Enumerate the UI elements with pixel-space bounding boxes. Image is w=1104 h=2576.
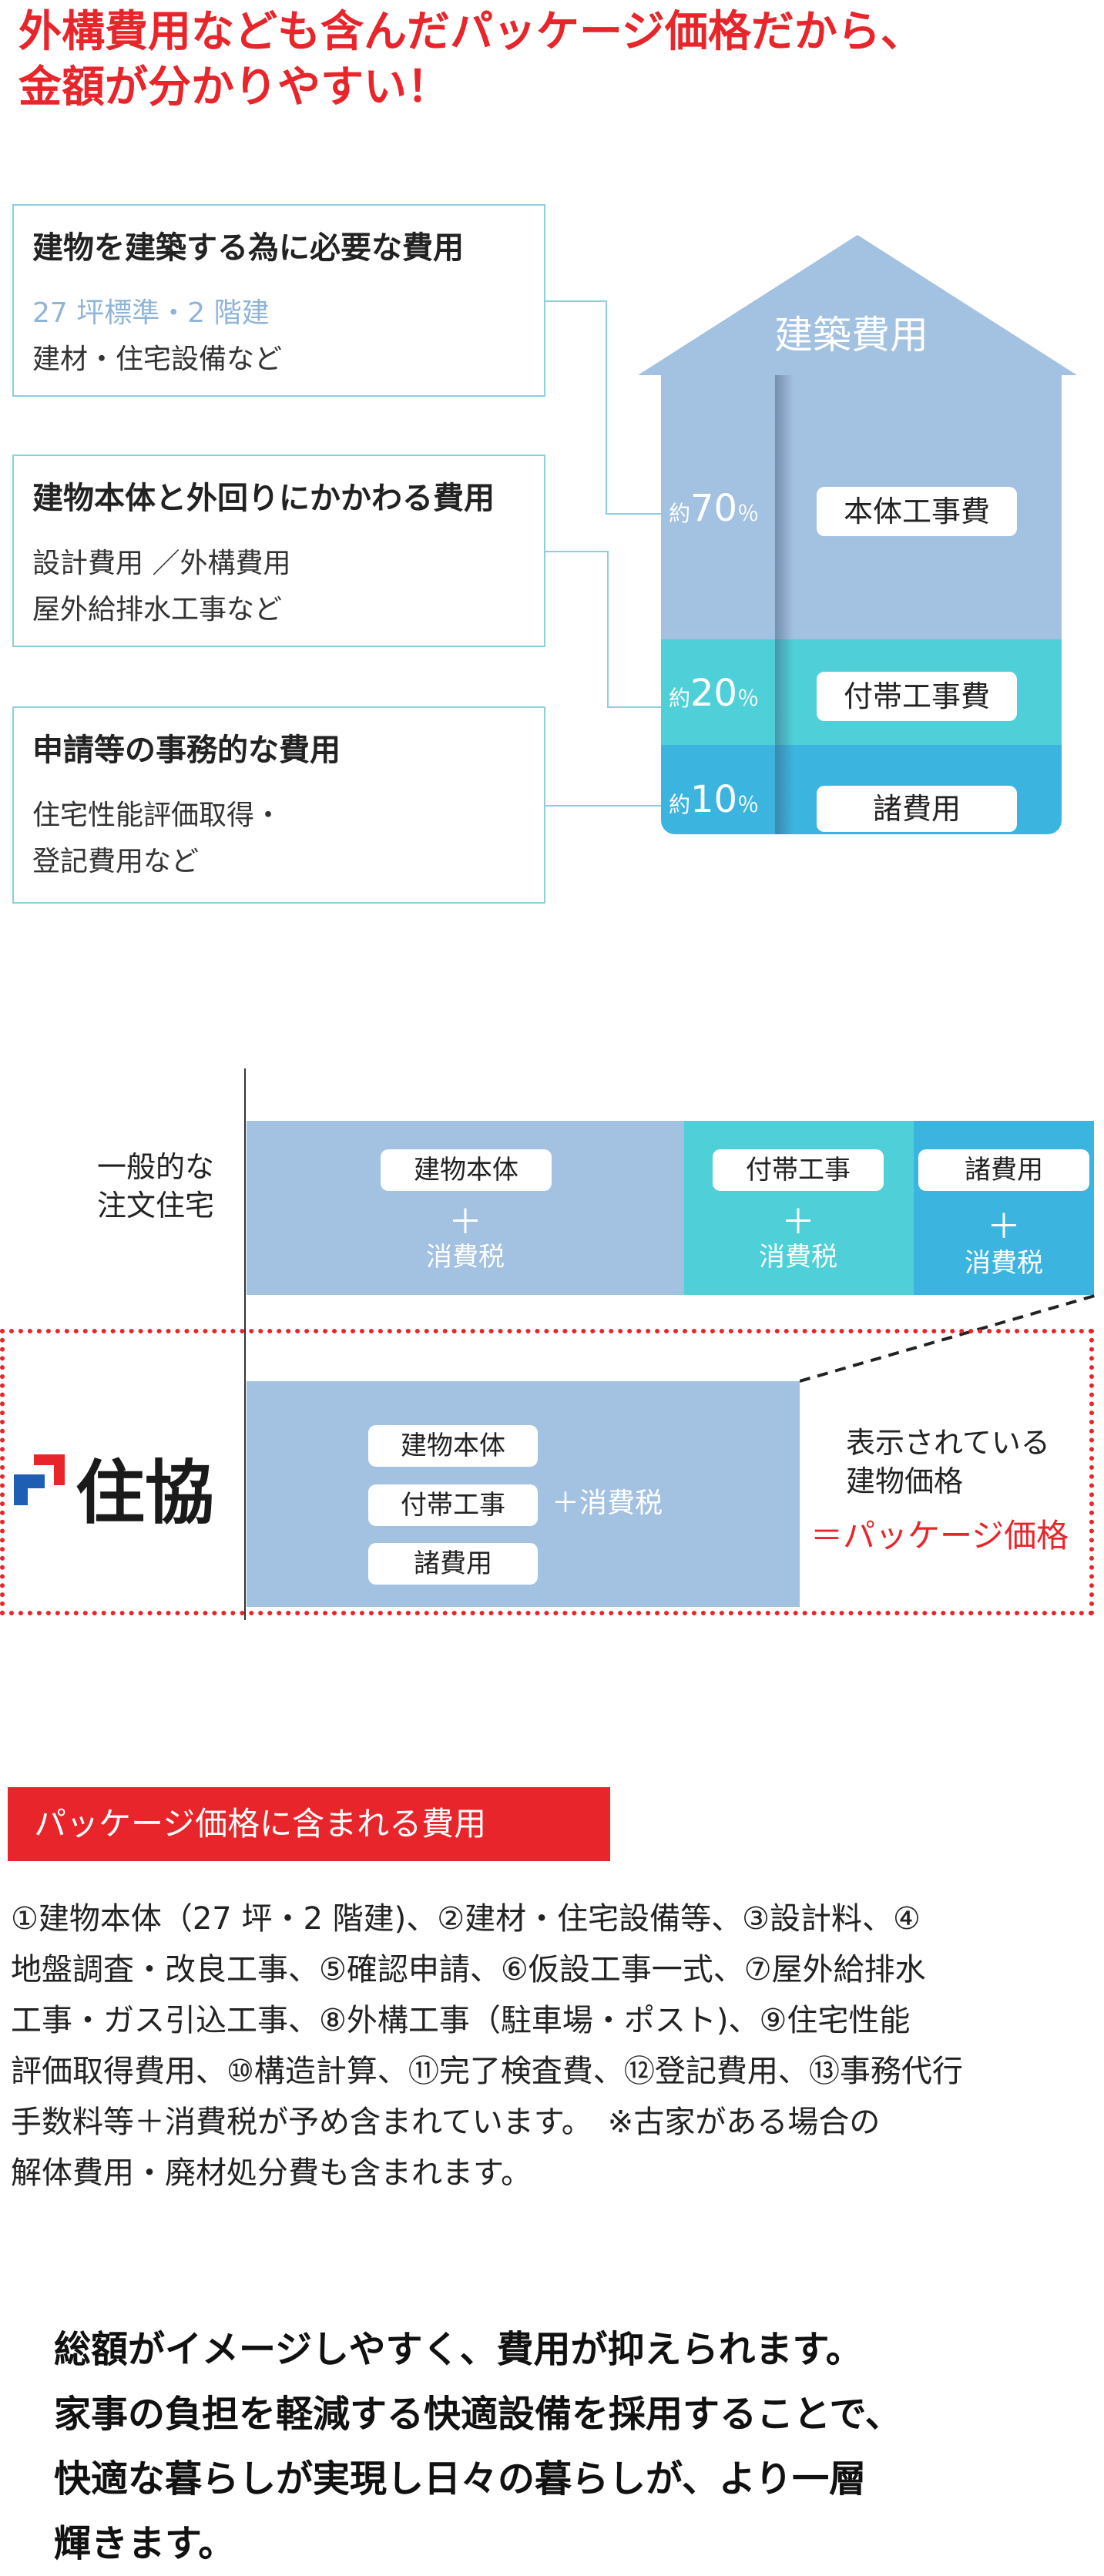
headline: 外構費用なども含んだパッケージ価格だから、 金額が分かりやすい！: [18, 5, 1097, 116]
general-pill-building: 建物本体: [381, 1149, 552, 1191]
house-shadow: [775, 375, 794, 834]
plus-sign: ＋: [781, 1202, 815, 1242]
info-box-admin: 申請等の事務的な費用 住宅性能評価取得・ 登記費用など: [12, 706, 545, 904]
info-box-title: 建物を建築する為に必要な費用: [32, 230, 464, 266]
info-box-line: 住宅性能評価取得・: [32, 800, 283, 831]
info-box-building: 建物を建築する為に必要な費用 27 坪標準・2 階建 建材・住宅設備など: [12, 204, 545, 397]
paragraph-line: 手数料等＋消費税が予め含まれています。 ※古家がある場合の: [11, 2105, 881, 2140]
info-box-line: 屋外給排水工事など: [32, 594, 283, 626]
package-tax-label: ＋消費税: [552, 1488, 663, 1519]
tax-label: 消費税: [965, 1248, 1043, 1279]
included-costs-paragraph: ①建物本体（27 坪・2 階建)、②建材・住宅設備等、③設計料、④ 地盤調査・改…: [11, 1893, 1089, 2199]
info-box-line: 27 坪標準・2 階建: [32, 297, 270, 329]
info-box-title: 申請等の事務的な費用: [32, 733, 341, 768]
tax-label: 消費税: [426, 1242, 505, 1273]
dashed-connector: [800, 1294, 1096, 1383]
label-ancillary-construction: 付帯工事費: [817, 672, 1017, 721]
package-pill-ancillary: 付帯工事: [368, 1484, 538, 1526]
house-roof-label: 建築費用: [774, 313, 928, 357]
closing-line: 家事の負担を軽減する快適設備を採用することで、: [54, 2393, 902, 2436]
closing-line: 輝きます。: [54, 2522, 236, 2565]
house-roof: [638, 235, 1077, 375]
closing-line: 総額がイメージしやすく、費用が抑えられます。: [54, 2328, 863, 2371]
closing-statement: 総額がイメージしやすく、費用が抑えられます。 家事の負担を軽減する快適設備を採用…: [54, 2317, 1086, 2576]
package-pill-misc: 諸費用: [368, 1543, 538, 1585]
plus-sign: ＋: [448, 1202, 482, 1242]
package-price-label: ＝パッケージ価格: [810, 1517, 1069, 1555]
package-pill-building: 建物本体: [368, 1425, 538, 1467]
included-costs-banner: パッケージ価格に含まれる費用: [8, 1787, 610, 1861]
package-highlight-box: [0, 1329, 1094, 1615]
label-misc-costs: 諸費用: [817, 786, 1017, 832]
connector-line: [606, 513, 661, 515]
connector-line: [545, 805, 661, 807]
headline-line2: 金額が分かりやすい！: [18, 62, 450, 112]
paragraph-line: 評価取得費用、⑩構造計算、⑪完了検査費、⑫登記費用、⑬事務代行: [11, 2054, 963, 2089]
connector-line: [545, 300, 606, 302]
percent-misc: 約10％: [669, 778, 760, 821]
percent-sub: 約20％: [669, 672, 760, 715]
displayed-price-label: 表示されている 建物価格: [846, 1426, 1050, 1498]
connector-line: [607, 706, 661, 708]
info-box-line: 登記費用など: [32, 846, 200, 877]
label-main-construction: 本体工事費: [817, 487, 1017, 536]
company-logo-text: 住協: [76, 1453, 214, 1534]
connector-line: [545, 551, 607, 552]
info-box-line: 建材・住宅設備など: [32, 344, 283, 375]
comparison-axis: [244, 1068, 246, 1620]
closing-line: 快適な暮らしが実現し日々の暮らしが、より一層: [54, 2457, 867, 2501]
connector-line: [607, 551, 609, 708]
company-logo-icon: [14, 1454, 65, 1505]
paragraph-line: ①建物本体（27 坪・2 階建)、②建材・住宅設備等、③設計料、④: [11, 1901, 921, 1937]
general-house-label: 一般的な 注文住宅: [96, 1150, 214, 1223]
plus-sign: ＋: [987, 1207, 1021, 1246]
percent-main: 約70％: [669, 487, 760, 530]
tax-label: 消費税: [759, 1242, 837, 1273]
info-box-exterior: 建物本体と外回りにかかわる費用 設計費用 ／外構費用 屋外給排水工事など: [12, 454, 545, 647]
connector-line: [606, 300, 607, 515]
info-box-line: 設計費用 ／外構費用: [32, 548, 291, 579]
headline-line1: 外構費用なども含んだパッケージ価格だから、: [18, 7, 924, 57]
paragraph-line: 地盤調査・改良工事、⑤確認申請、⑥仮設工事一式、⑦屋外給排水: [11, 1952, 926, 1987]
paragraph-line: 解体費用・廃材処分費も含まれます。: [11, 2155, 532, 2191]
general-pill-ancillary: 付帯工事: [713, 1149, 884, 1191]
paragraph-line: 工事・ガス引込工事、⑧外構工事（駐車場・ポスト)、⑨住宅性能: [11, 2003, 911, 2038]
general-pill-misc: 諸費用: [918, 1149, 1089, 1191]
info-box-title: 建物本体と外回りにかかわる費用: [32, 481, 495, 516]
